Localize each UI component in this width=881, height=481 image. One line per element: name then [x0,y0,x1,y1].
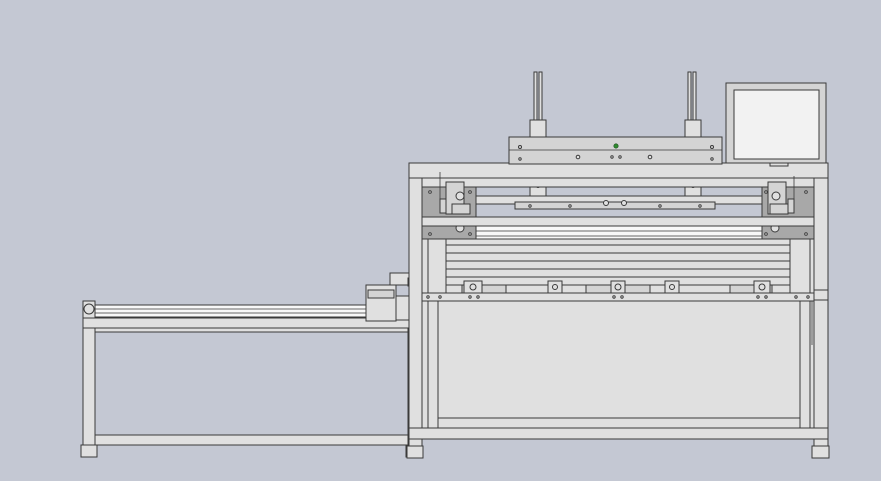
rail-clamps [426,280,810,299]
press-head-assembly [508,136,723,165]
control-monitor [725,82,827,167]
infeed-roller [94,304,368,318]
main-roller [421,216,815,242]
press-crossbar [421,195,815,210]
main-machine-frame [406,162,830,459]
infeed-conveyor-table [80,300,423,458]
